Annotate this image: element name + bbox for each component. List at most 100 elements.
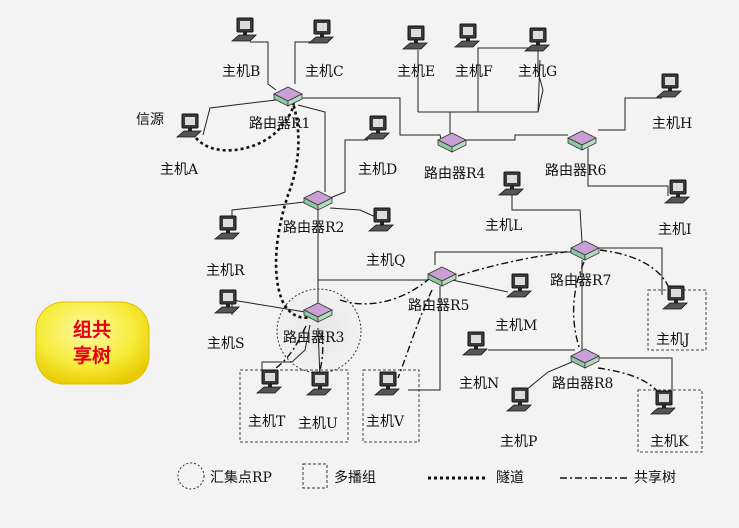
link-b-r1 <box>250 41 277 91</box>
host-label-f: 主机F <box>455 64 493 80</box>
router-icon-r7 <box>570 240 600 261</box>
link-l-r7 <box>511 190 583 243</box>
legend-tunnel-label: 隧道 <box>496 470 524 486</box>
tree-r3-r5 <box>339 277 431 305</box>
host-label-b: 主机B <box>222 64 260 80</box>
computer-icon-g <box>523 27 550 52</box>
computer-icon-u <box>305 371 332 396</box>
hosts <box>175 17 690 415</box>
host-label-d: 主机D <box>358 162 397 178</box>
tree-r5-v <box>397 289 433 379</box>
shared-tree-badge: 组共 享树 <box>35 301 150 385</box>
source-label: 信源 <box>136 112 164 128</box>
badge-line-1: 组共 <box>73 318 111 341</box>
computer-icon-j <box>661 285 688 310</box>
router-label-r3: 路由器R3 <box>283 330 344 346</box>
link-r5-r7 <box>434 251 575 265</box>
computer-icon-c <box>307 19 334 44</box>
link-r7-j <box>598 247 663 295</box>
legend-group-symbol <box>302 463 328 489</box>
tree-r5-r7 <box>457 249 579 277</box>
router-label-r7: 路由器R7 <box>550 273 611 289</box>
router-icon-r1 <box>273 86 303 107</box>
computer-icon-k <box>649 390 676 415</box>
computer-icon-i <box>663 179 690 204</box>
link-r5-m <box>451 279 509 293</box>
tunnel-r1-r3 <box>274 99 313 320</box>
tree-r7-j <box>599 249 673 297</box>
legend: 汇集点RP 多播组 隧道 共享树 <box>177 462 676 490</box>
computer-icon-e <box>401 25 428 50</box>
router-icon-r4 <box>437 132 467 153</box>
router-label-r5: 路由器R5 <box>408 298 469 314</box>
host-label-g: 主机G <box>518 64 557 80</box>
computer-icon-a <box>175 113 202 138</box>
host-label-m: 主机M <box>495 318 537 334</box>
group-box-v <box>362 369 420 443</box>
router-label-r6: 路由器R6 <box>545 163 607 179</box>
legend-rp-symbol <box>177 462 205 490</box>
routers <box>273 86 600 369</box>
host-label-p: 主机P <box>500 434 537 450</box>
link-r6-h <box>598 97 662 131</box>
link-r3-r5 <box>318 274 433 281</box>
router-icon-r2 <box>303 190 333 211</box>
link-r1-r4 <box>300 97 443 143</box>
link-d-r2 <box>329 139 368 199</box>
computer-icon-v <box>373 371 400 396</box>
computer-icon-t <box>255 369 282 394</box>
shared-tree-path <box>269 249 673 401</box>
multicast-group-boxes <box>239 289 707 453</box>
badge-line-2: 享树 <box>73 344 111 367</box>
router-icon-r8 <box>570 348 600 369</box>
link-r1-r2 <box>297 104 326 192</box>
link-r2-q <box>329 207 379 219</box>
computer-icon-b <box>230 17 257 42</box>
computer-icon-n <box>461 331 488 356</box>
host-label-q: 主机Q <box>366 253 405 269</box>
computer-icon-h <box>655 73 682 98</box>
host-label-a: 主机A <box>160 162 199 178</box>
host-label-k: 主机K <box>650 434 689 450</box>
router-label-r2: 路由器R2 <box>283 220 344 236</box>
host-label-t: 主机T <box>248 414 286 430</box>
host-label-l: 主机L <box>485 218 522 234</box>
host-label-c: 主机C <box>305 64 344 80</box>
router-icon-r3 <box>303 302 333 323</box>
host-label-v: 主机V <box>366 414 405 430</box>
tunnel-path <box>195 97 313 320</box>
host-label-r: 主机R <box>206 263 245 279</box>
computer-icon-f <box>453 23 480 48</box>
host-label-e: 主机E <box>397 64 435 80</box>
link-r8-k <box>598 357 673 395</box>
router-label-r8: 路由器R8 <box>552 376 613 392</box>
computer-icon-d <box>363 115 390 140</box>
link-r6-i <box>587 148 669 196</box>
host-label-n: 主机N <box>459 376 499 392</box>
tree-r7-r8 <box>572 261 585 351</box>
computer-icon-p <box>505 387 532 412</box>
link-p-r8 <box>519 361 573 396</box>
router-label-r1: 路由器R1 <box>249 116 310 132</box>
host-label-s: 主机S <box>207 336 245 352</box>
router-icon-r6 <box>567 130 597 151</box>
link-r3-tu <box>261 324 311 378</box>
link-r4-efg <box>449 47 544 135</box>
legend-tree-label: 共享树 <box>634 469 676 486</box>
host-label-h: 主机H <box>652 116 692 132</box>
computer-icon-r <box>213 215 240 240</box>
host-label-i: 主机I <box>658 222 692 238</box>
host-label-u: 主机U <box>298 416 338 432</box>
tree-r3-t <box>269 325 307 373</box>
group-box-j <box>647 289 707 351</box>
computer-icon-m <box>505 273 532 298</box>
link-r5-v <box>408 286 441 391</box>
computer-icon-s <box>213 289 240 314</box>
link-a-r1 <box>202 99 277 136</box>
tree-r3-u <box>317 331 324 379</box>
router-icon-r5 <box>427 266 457 287</box>
group-box-k <box>637 389 703 453</box>
host-label-j: 主机J <box>656 332 690 348</box>
